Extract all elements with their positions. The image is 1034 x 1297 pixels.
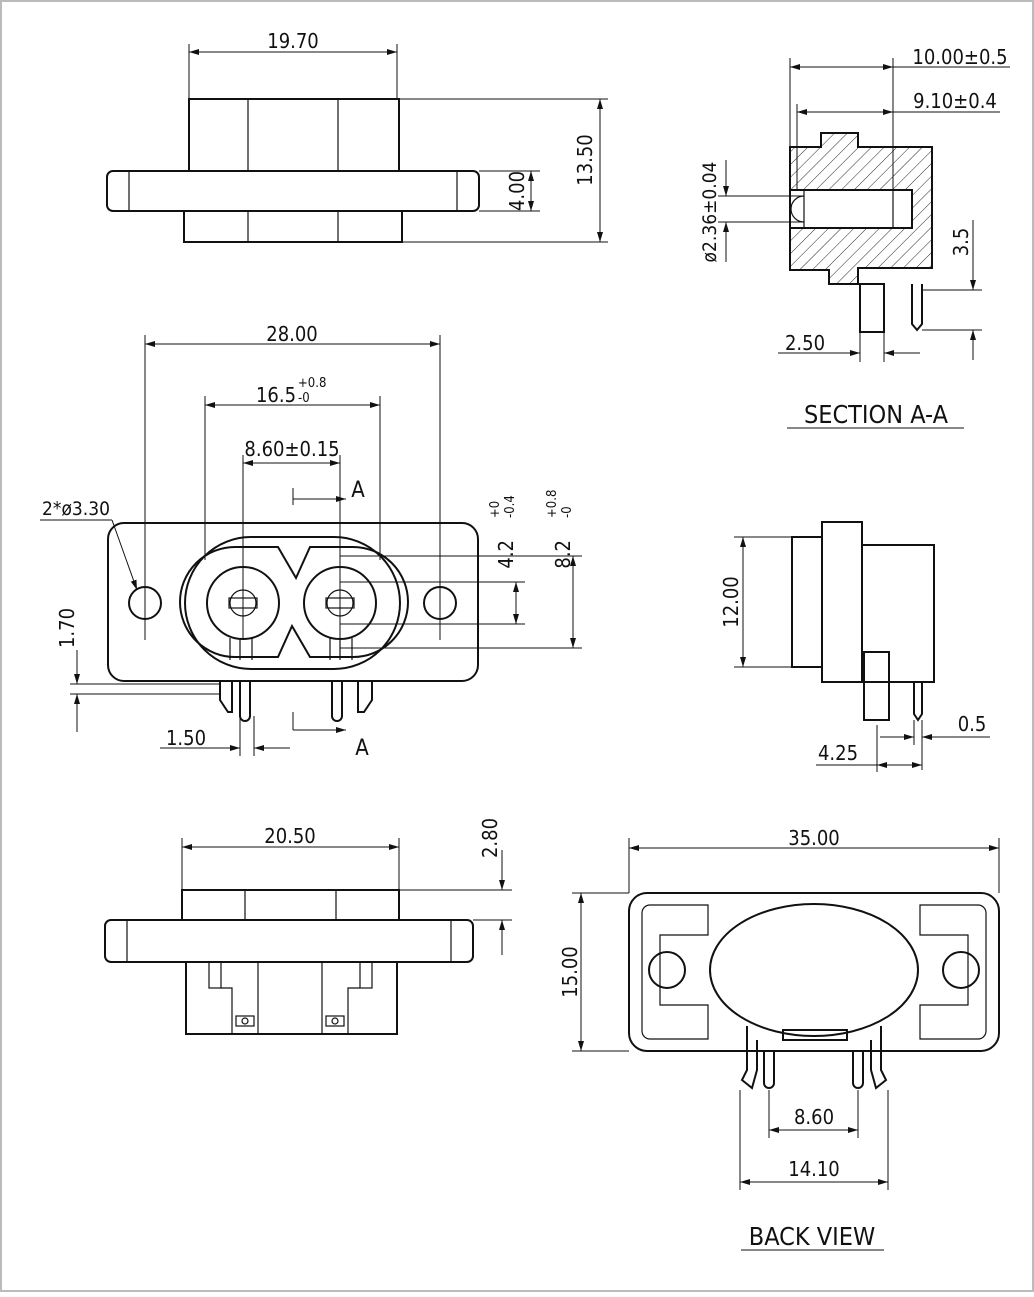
dim-pin-width: 1.50: [166, 726, 206, 750]
side-view: [734, 521, 990, 772]
dim-section-d3: ø2.36±0.04: [699, 162, 721, 263]
dim-back-height: 15.00: [558, 946, 582, 998]
bottom-view: [104, 838, 512, 1035]
section-view: [718, 58, 1010, 429]
top-view: [106, 44, 608, 243]
dim-back-width: 35.00: [788, 826, 840, 850]
dim-front-inner-tol-down: -0: [298, 391, 310, 406]
dim-top-height: 13.50: [573, 134, 597, 186]
dim-back-pitch: 8.60: [794, 1105, 834, 1129]
dim-section-d5: 2.50: [785, 331, 825, 355]
dim-side-pin: 0.5: [958, 712, 987, 736]
dim-section-d2: 9.10±0.4: [913, 89, 997, 113]
dim-side-height: 12.00: [719, 576, 743, 628]
dim-back-span: 14.10: [788, 1157, 840, 1181]
dim-pin-pitch: 8.60±0.15: [244, 437, 339, 461]
dim-section-d4: 3.5: [949, 228, 973, 257]
back-view: [572, 838, 1000, 1251]
dim-section-d1: 10.00±0.5: [912, 45, 1007, 69]
dim-left-offset: 1.70: [55, 608, 79, 648]
back-title: BACK VIEW: [749, 1222, 875, 1251]
dim-top-flange: 4.00: [505, 171, 529, 211]
dim-front-inner: 16.5: [256, 383, 296, 407]
dim-h1-tol-up: +0: [488, 501, 503, 518]
section-marker-bottom: A: [355, 736, 369, 761]
dim-front-inner-tol-up: +0.8: [298, 376, 326, 391]
dim-h2-tol-down: -0: [560, 506, 575, 518]
dim-h1-tol-down: -0.4: [503, 495, 518, 518]
dim-front-width: 28.00: [266, 322, 318, 346]
dim-side-offset: 4.25: [818, 741, 858, 765]
section-title: SECTION A-A: [804, 400, 949, 429]
dim-h2: 8.2: [551, 540, 575, 569]
dim-bottom-height: 2.80: [478, 818, 502, 858]
section-marker-top: A: [351, 478, 365, 503]
dim-bottom-width: 20.50: [264, 824, 316, 848]
dim-h1: 4.2: [494, 540, 518, 569]
dim-top-width: 19.70: [267, 29, 319, 53]
dim-holes: 2*ø3.30: [42, 498, 110, 520]
dim-h2-tol-up: +0.8: [545, 490, 560, 518]
front-view: [40, 335, 582, 756]
